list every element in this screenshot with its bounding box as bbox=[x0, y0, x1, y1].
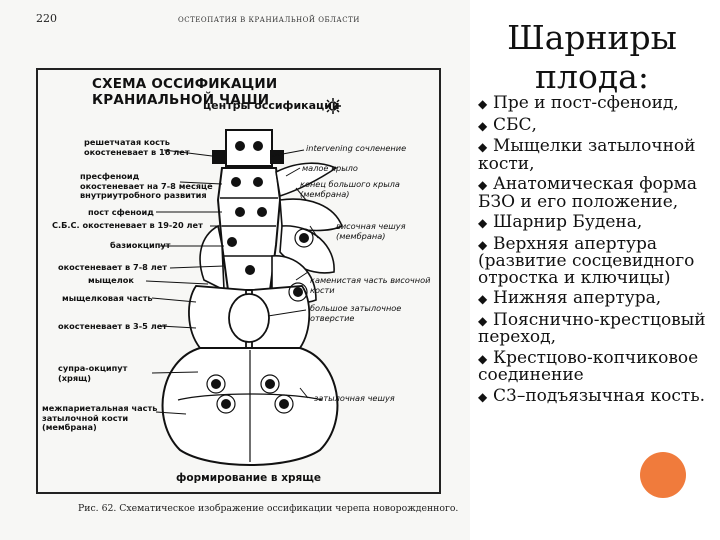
label-condyle: мыщелок bbox=[88, 275, 134, 285]
label-greater-wing: конец большого крыла (мембрана) bbox=[300, 179, 400, 199]
running-head: ОСТЕОПАТИЯ В КРАНИАЛЬНОЙ ОБЛАСТИ bbox=[178, 16, 360, 24]
ossification-center-icon bbox=[325, 98, 341, 114]
lesser-wing-shape bbox=[275, 162, 338, 198]
diamond-bullet-icon: ◆ bbox=[478, 389, 488, 404]
label-occipital-squama: затылочная чешуя bbox=[314, 393, 395, 403]
label-interparietal: межпариетальная часть затылочной кости (… bbox=[42, 403, 158, 433]
diamond-bullet-icon: ◆ bbox=[478, 118, 488, 133]
list-item: ◆Шарнир Будена, bbox=[478, 212, 643, 232]
left-petrous-shape bbox=[199, 224, 225, 292]
ossification-centers-label: центры оссификации bbox=[203, 99, 340, 112]
diamond-bullet-icon: ◆ bbox=[478, 216, 488, 230]
bullet-list: ◆Пре и пост-сфеноид, ◆СБС, ◆Мыщелки заты… bbox=[478, 95, 716, 409]
ethmoid-block bbox=[225, 129, 273, 167]
diamond-bullet-icon: ◆ bbox=[478, 237, 488, 252]
diagram-frame bbox=[36, 68, 441, 494]
list-item: ◆Пре и пост-сфеноид, bbox=[478, 93, 679, 113]
ethmoid-side-right bbox=[270, 150, 284, 164]
ossification-diagram bbox=[145, 98, 344, 466]
label-supraocciput: супра-окципут (хрящ) bbox=[58, 363, 128, 383]
leader-lines bbox=[145, 149, 319, 415]
slide-title-line-2: плода: bbox=[535, 57, 649, 96]
slide-title-line-1: Шарниры bbox=[507, 18, 677, 57]
diamond-bullet-icon: ◆ bbox=[478, 313, 488, 328]
diamond-bullet-icon: ◆ bbox=[478, 97, 488, 111]
diamond-bullet-icon: ◆ bbox=[478, 140, 488, 154]
label-condylar-part: мыщелковая часть bbox=[62, 293, 153, 303]
label-postsphenoid: пост сфеноид bbox=[88, 207, 154, 217]
ossification-centers bbox=[211, 141, 309, 409]
scanned-book-page: 220 ОСТЕОПАТИЯ В КРАНИАЛЬНОЙ ОБЛАСТИ bbox=[36, 12, 459, 514]
list-item: ◆Верхняя апертура (развитие сосцевидного… bbox=[478, 233, 695, 288]
list-item: ◆Мыщелки затылочной кости, bbox=[478, 136, 696, 174]
label-foramen-magnum: большое затылочное отверстие bbox=[310, 303, 402, 323]
list-item: ◆Нижняя апертура, bbox=[478, 288, 662, 308]
label-petrous-part: каменистая часть височной кости bbox=[310, 275, 431, 295]
list-item: ◆Крестцово-копчиковое соединение bbox=[478, 347, 699, 385]
label-presphenoid: пресфеноид окостеневает на 7-8 месяце вн… bbox=[80, 171, 213, 201]
label-sbs: С.Б.С. окостеневает в 19-20 лет bbox=[52, 220, 203, 230]
list-item: ◆Анатомическая форма БЗО и его положение… bbox=[478, 174, 698, 212]
label-ossifies-3-5: окостеневает в 3-5 лет bbox=[58, 321, 167, 331]
label-temporal-squama: височная чешуя (мембрана) bbox=[336, 221, 406, 241]
diamond-bullet-icon: ◆ bbox=[478, 292, 488, 306]
scheme-title: СХЕМА ОССИФИКАЦИИ КРАНИАЛЬНОЙ ЧАШИ bbox=[92, 76, 278, 108]
diamond-bullet-icon: ◆ bbox=[478, 178, 488, 192]
list-item: ◆С3–подъязычная кость. bbox=[478, 385, 705, 406]
diamond-bullet-icon: ◆ bbox=[478, 351, 488, 366]
ossification-rays bbox=[206, 228, 314, 414]
orange-accent-circle bbox=[640, 452, 686, 498]
figure-caption: Рис. 62. Схематическое изображение оссиф… bbox=[78, 503, 459, 514]
cartilage-formation-label: формирование в хряще bbox=[176, 472, 321, 484]
label-ossifies-7-8: окостеневает в 7-8 лет bbox=[58, 262, 167, 272]
label-basiocciput: базиокципут bbox=[110, 240, 171, 250]
list-item: ◆Пояснично-крестцовый переход, bbox=[478, 309, 706, 347]
label-ethmoid: решетчатая кость окостеневает в 16 лет bbox=[84, 137, 190, 157]
foramen-magnum-shape bbox=[228, 293, 270, 343]
ethmoid-side-left bbox=[212, 150, 226, 164]
page-number: 220 bbox=[36, 12, 57, 25]
label-lesser-wing: малое крыло bbox=[302, 163, 358, 173]
slide-title: Шарниры плода: bbox=[472, 18, 712, 96]
label-intervening: intervening сочленение bbox=[306, 143, 407, 153]
list-item: ◆СБС, bbox=[478, 114, 537, 135]
